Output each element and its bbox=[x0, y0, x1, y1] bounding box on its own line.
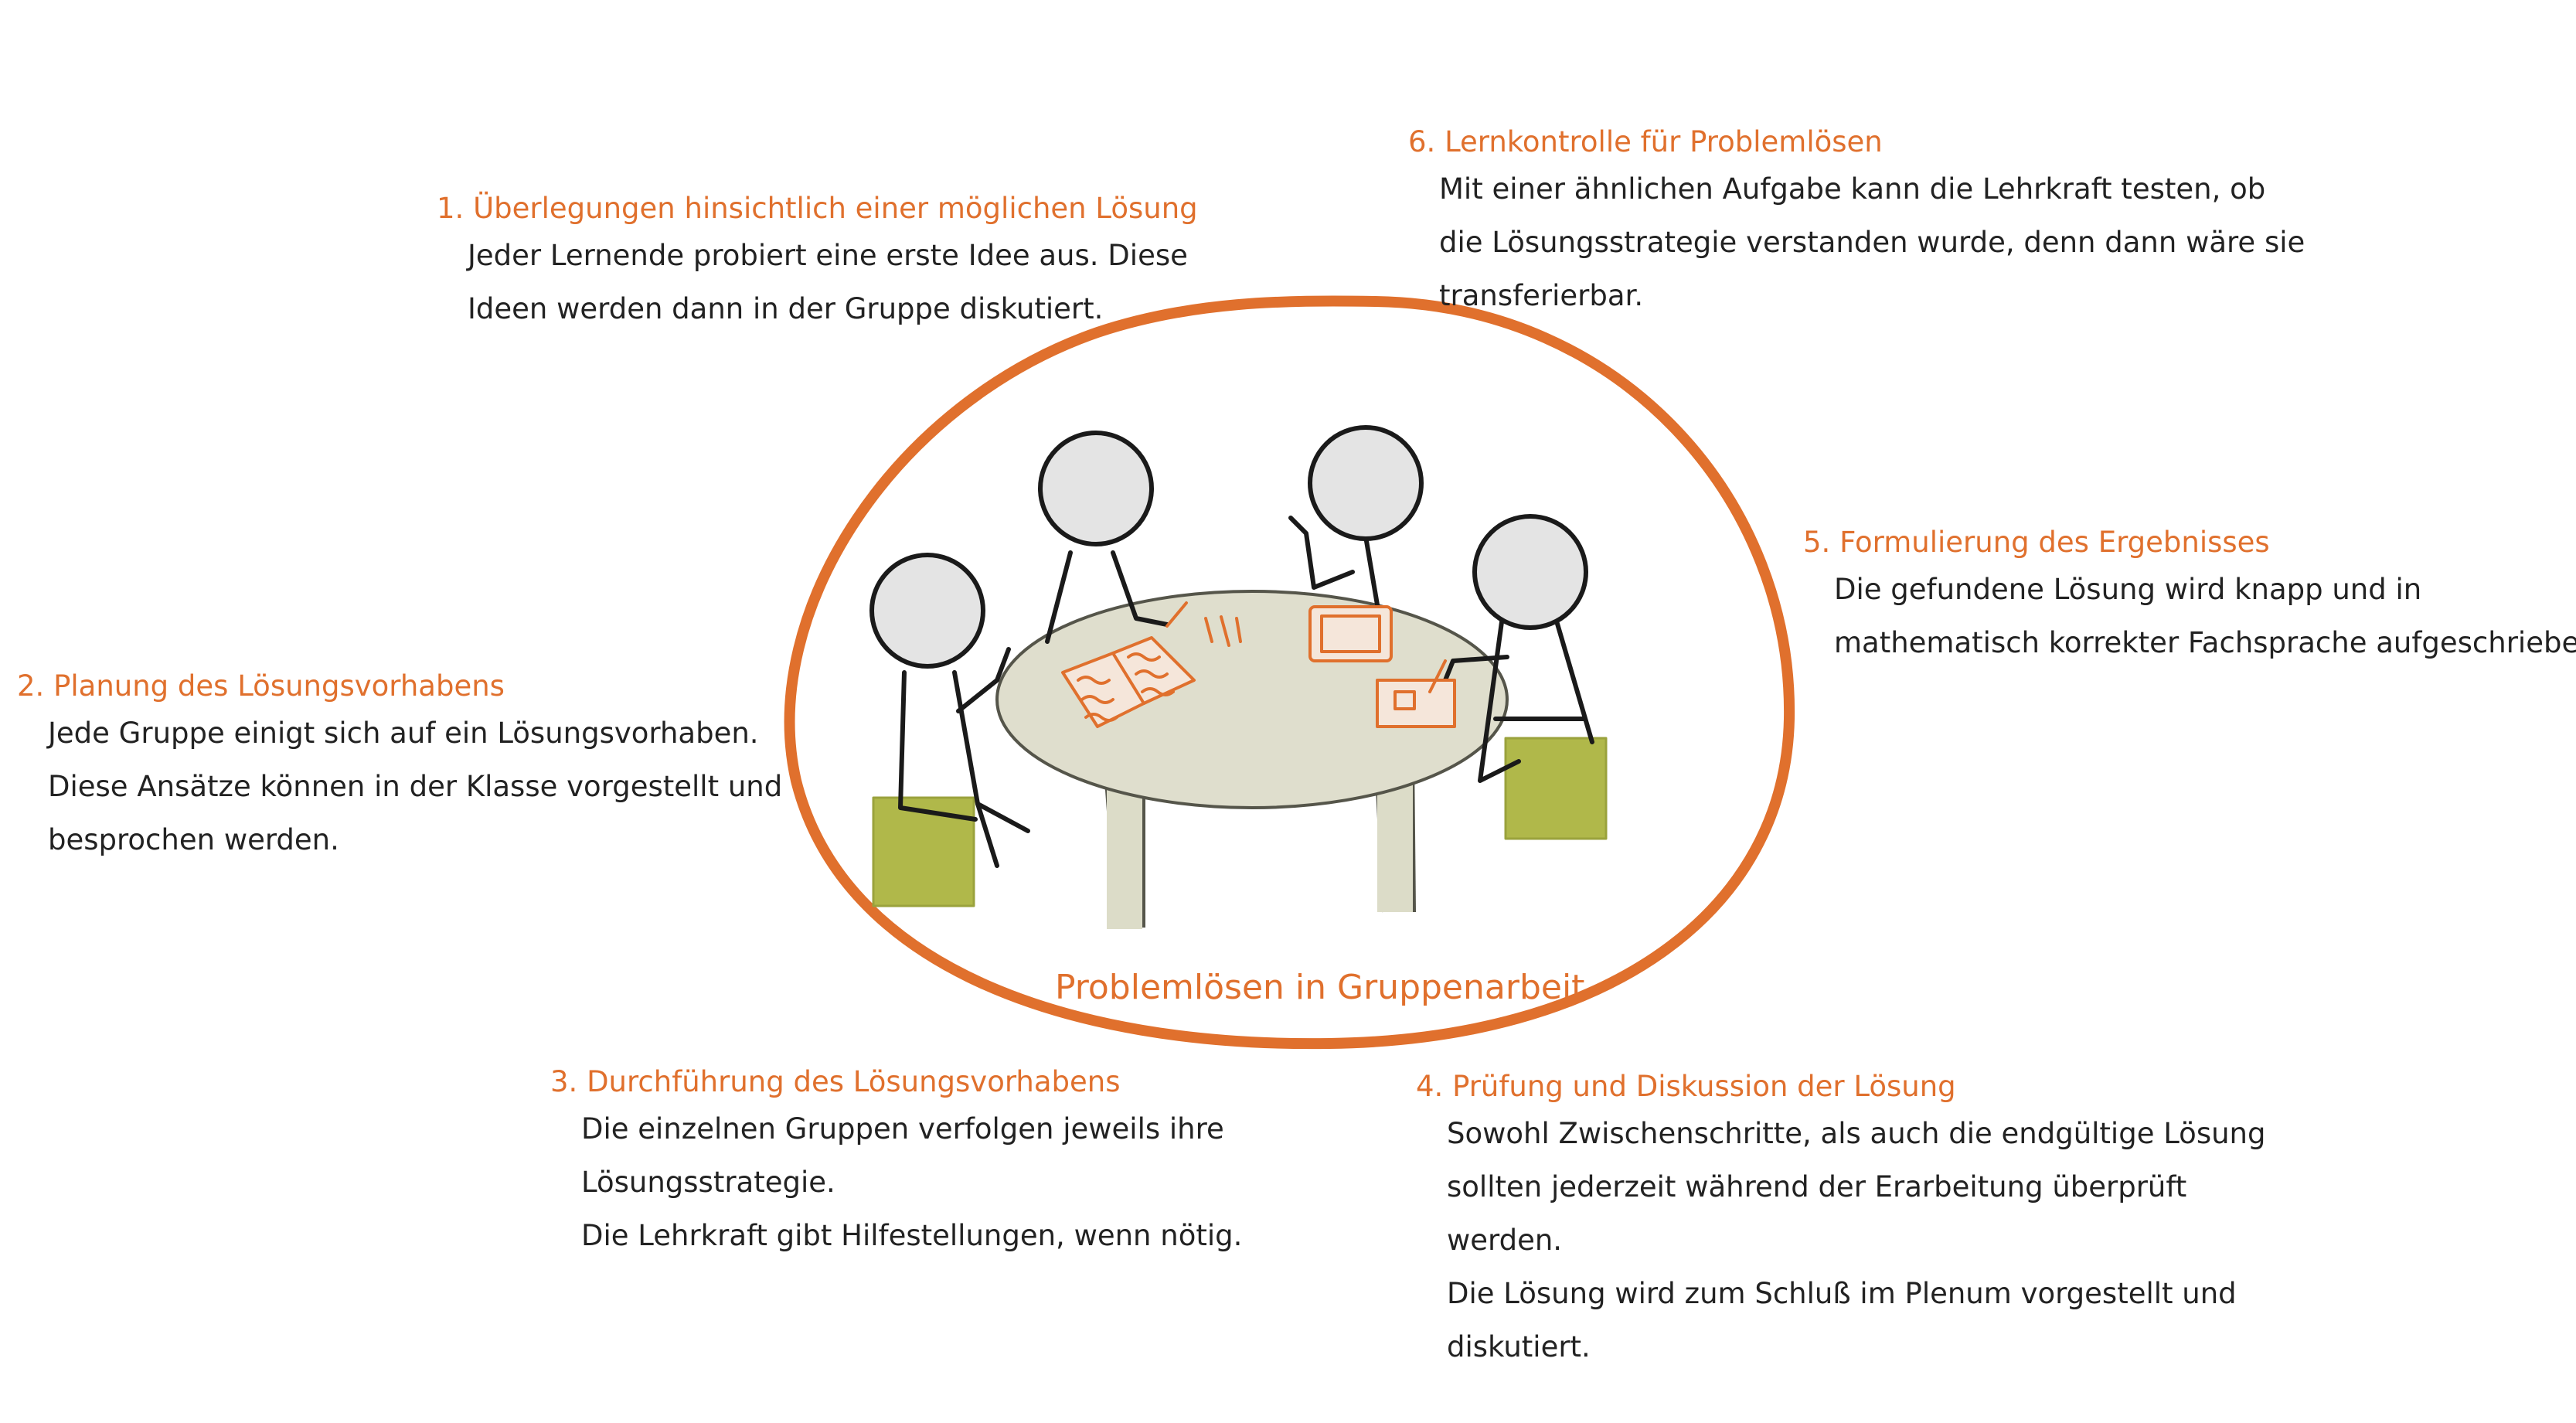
stool-right bbox=[1506, 738, 1606, 839]
step-description: Die einzelnen Gruppen verfolgen jeweils … bbox=[550, 1102, 1242, 1262]
step-4: 4. Prüfung und Diskussion der Lösung Sow… bbox=[1416, 1067, 2266, 1374]
step-title: 4. Prüfung und Diskussion der Lösung bbox=[1416, 1067, 2266, 1107]
step-line: Die Lösung wird zum Schluß im Plenum vor… bbox=[1447, 1267, 2266, 1320]
step-title: 2. Planung des Lösungsvorhabens bbox=[17, 666, 782, 706]
step-title: 3. Durchführung des Lösungsvorhabens bbox=[550, 1062, 1242, 1102]
step-line: Jede Gruppe einigt sich auf ein Lösungsv… bbox=[48, 706, 782, 760]
step-line: werden. bbox=[1447, 1214, 2266, 1267]
step-title: 6. Lernkontrolle für Problemlösen bbox=[1408, 122, 2305, 162]
step-title: 5. Formulierung des Ergebnisses bbox=[1803, 523, 2576, 563]
step-line: Ideen werden dann in der Gruppe diskutie… bbox=[468, 282, 1198, 335]
step-2: 2. Planung des Lösungsvorhabens Jede Gru… bbox=[17, 666, 782, 866]
step-1: 1. Überlegungen hinsichtlich einer mögli… bbox=[437, 189, 1198, 335]
step-description: Sowohl Zwischenschritte, als auch die en… bbox=[1416, 1107, 2266, 1374]
stool-left bbox=[873, 798, 974, 906]
step-title: 1. Überlegungen hinsichtlich einer mögli… bbox=[437, 189, 1198, 229]
step-line: Die gefundene Lösung wird knapp und in bbox=[1834, 563, 2576, 616]
step-description: Die gefundene Lösung wird knapp und in m… bbox=[1803, 563, 2576, 669]
step-line: Diese Ansätze können in der Klasse vorge… bbox=[48, 760, 782, 813]
step-line: sollten jederzeit während der Erarbeitun… bbox=[1447, 1160, 2266, 1214]
step-line: mathematisch korrekter Fachsprache aufge… bbox=[1834, 616, 2576, 669]
step-line: diskutiert. bbox=[1447, 1320, 2266, 1374]
step-line: Sowohl Zwischenschritte, als auch die en… bbox=[1447, 1107, 2266, 1160]
step-line: die Lösungsstrategie verstanden wurde, d… bbox=[1439, 216, 2305, 269]
step-line: Die Lehrkraft gibt Hilfestellungen, wenn… bbox=[581, 1209, 1242, 1262]
step-line: transferierbar. bbox=[1439, 269, 2305, 322]
step-line: Die einzelnen Gruppen verfolgen jeweils … bbox=[581, 1102, 1242, 1156]
step-line: Mit einer ähnlichen Aufgabe kann die Leh… bbox=[1439, 162, 2305, 216]
center-title: Problemlösen in Gruppenarbeit bbox=[1055, 968, 1534, 1007]
person-left bbox=[872, 555, 1028, 906]
person-back-right bbox=[1291, 427, 1421, 618]
step-6: 6. Lernkontrolle für Problemlösen Mit ei… bbox=[1408, 122, 2305, 322]
step-line: Jeder Lernende probiert eine erste Idee … bbox=[468, 229, 1198, 282]
step-3: 3. Durchführung des Lösungsvorhabens Die… bbox=[550, 1062, 1242, 1262]
step-description: Mit einer ähnlichen Aufgabe kann die Leh… bbox=[1408, 162, 2305, 322]
step-line: besprochen werden. bbox=[48, 813, 782, 866]
step-description: Jeder Lernende probiert eine erste Idee … bbox=[437, 229, 1198, 335]
step-description: Jede Gruppe einigt sich auf ein Lösungsv… bbox=[17, 706, 782, 866]
step-5: 5. Formulierung des Ergebnisses Die gefu… bbox=[1803, 523, 2576, 669]
step-line: Lösungsstrategie. bbox=[581, 1156, 1242, 1209]
